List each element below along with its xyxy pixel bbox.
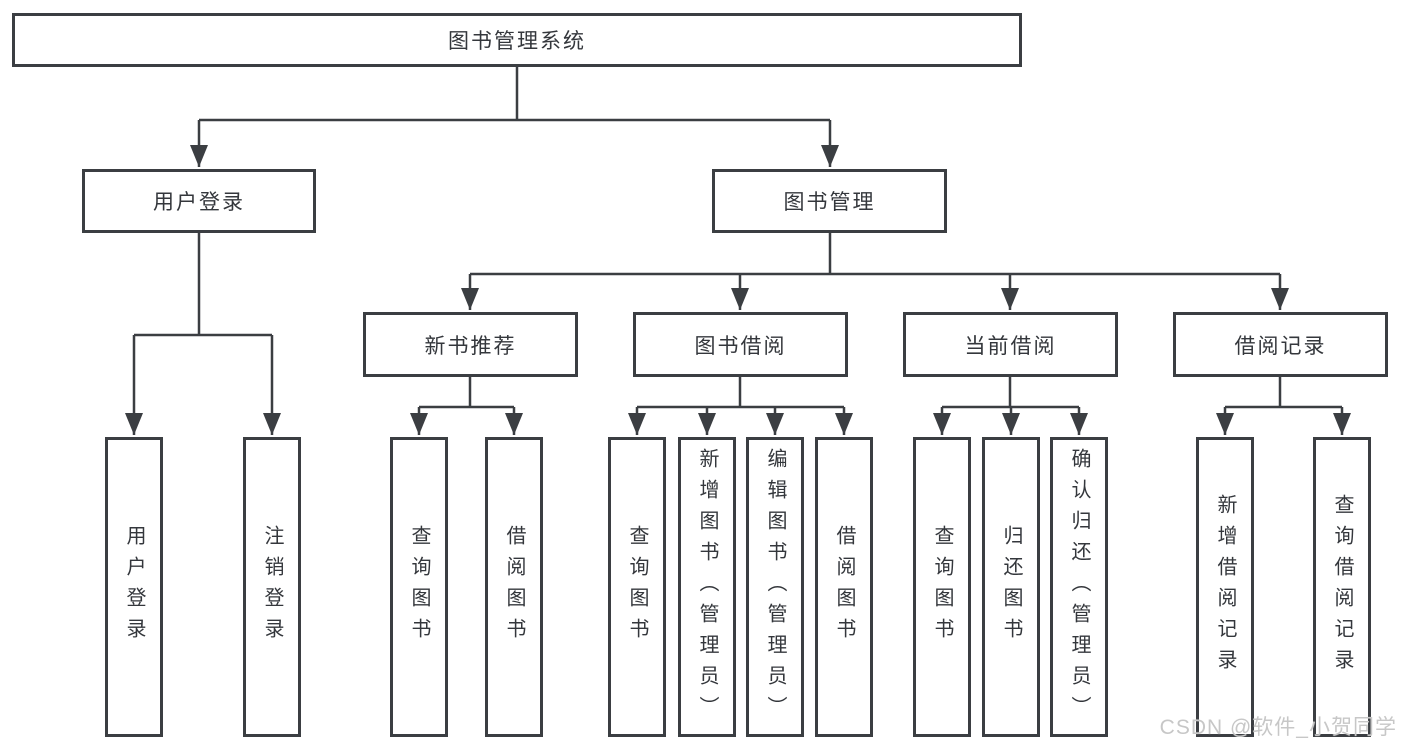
leaf-borrow-books-1-label: 借阅图书 [503,525,525,649]
leaf-add-book-admin: 新增图书（管理员） [678,437,736,737]
watermark: CSDN @软件_小贺同学 [1159,716,1397,739]
leaf-edit-book-admin: 编辑图书（管理员） [746,437,804,737]
leaf-query-books-2: 查询图书 [608,437,666,737]
node-book-borrow-label: 图书借阅 [694,334,787,358]
leaf-add-borrow-record-label: 新增借阅记录 [1214,494,1236,680]
leaf-borrow-books-2-label: 借阅图书 [833,525,855,649]
leaf-query-books-1: 查询图书 [390,437,448,737]
leaf-add-book-admin-label: 新增图书（管理员） [696,447,718,727]
node-user-login-label: 用户登录 [153,191,245,214]
connector-book-management-stem [470,233,1280,276]
leaf-borrow-books-2: 借阅图书 [815,437,873,737]
node-book-management: 图书管理 [712,169,947,233]
leaf-confirm-return-admin: 确认归还（管理员） [1050,437,1108,737]
node-borrow-records: 借阅记录 [1173,312,1388,377]
node-book-management-label: 图书管理 [783,191,876,214]
connector-user-login-stem [134,233,272,337]
node-root-label: 图书管理系统 [448,30,586,53]
leaf-return-books-label: 归还图书 [1000,525,1022,649]
connector-new-book-recommend-stem [419,377,514,409]
node-current-borrow-label: 当前借阅 [964,334,1057,358]
leaf-logout-label: 注销登录 [261,525,283,649]
node-borrow-records-label: 借阅记录 [1234,334,1327,358]
node-new-book-recommend: 新书推荐 [363,312,578,377]
leaf-confirm-return-admin-label: 确认归还（管理员） [1068,447,1090,727]
node-current-borrow: 当前借阅 [903,312,1118,377]
node-user-login: 用户登录 [82,169,316,233]
leaf-query-books-2-label: 查询图书 [626,525,648,649]
node-book-borrow: 图书借阅 [633,312,848,377]
leaf-logout: 注销登录 [243,437,301,737]
leaf-return-books: 归还图书 [982,437,1040,737]
leaf-query-borrow-record-label: 查询借阅记录 [1331,494,1353,680]
leaf-borrow-books-1: 借阅图书 [485,437,543,737]
node-root: 图书管理系统 [12,13,1022,67]
leaf-query-books-1-label: 查询图书 [408,525,430,649]
leaf-query-borrow-record: 查询借阅记录 [1313,437,1371,737]
leaf-edit-book-admin-label: 编辑图书（管理员） [764,447,786,727]
leaf-query-books-3-label: 查询图书 [931,525,953,649]
leaf-user-login: 用户登录 [105,437,163,737]
connector-book-borrow-stem [637,377,844,409]
leaf-add-borrow-record: 新增借阅记录 [1196,437,1254,737]
leaf-user-login-label: 用户登录 [123,525,145,649]
connector-current-borrow-stem [942,377,1079,409]
leaf-query-books-3: 查询图书 [913,437,971,737]
connector-borrow-records-stem [1225,377,1342,409]
connector-root-stem [199,67,830,122]
node-new-book-recommend-label: 新书推荐 [424,334,517,358]
